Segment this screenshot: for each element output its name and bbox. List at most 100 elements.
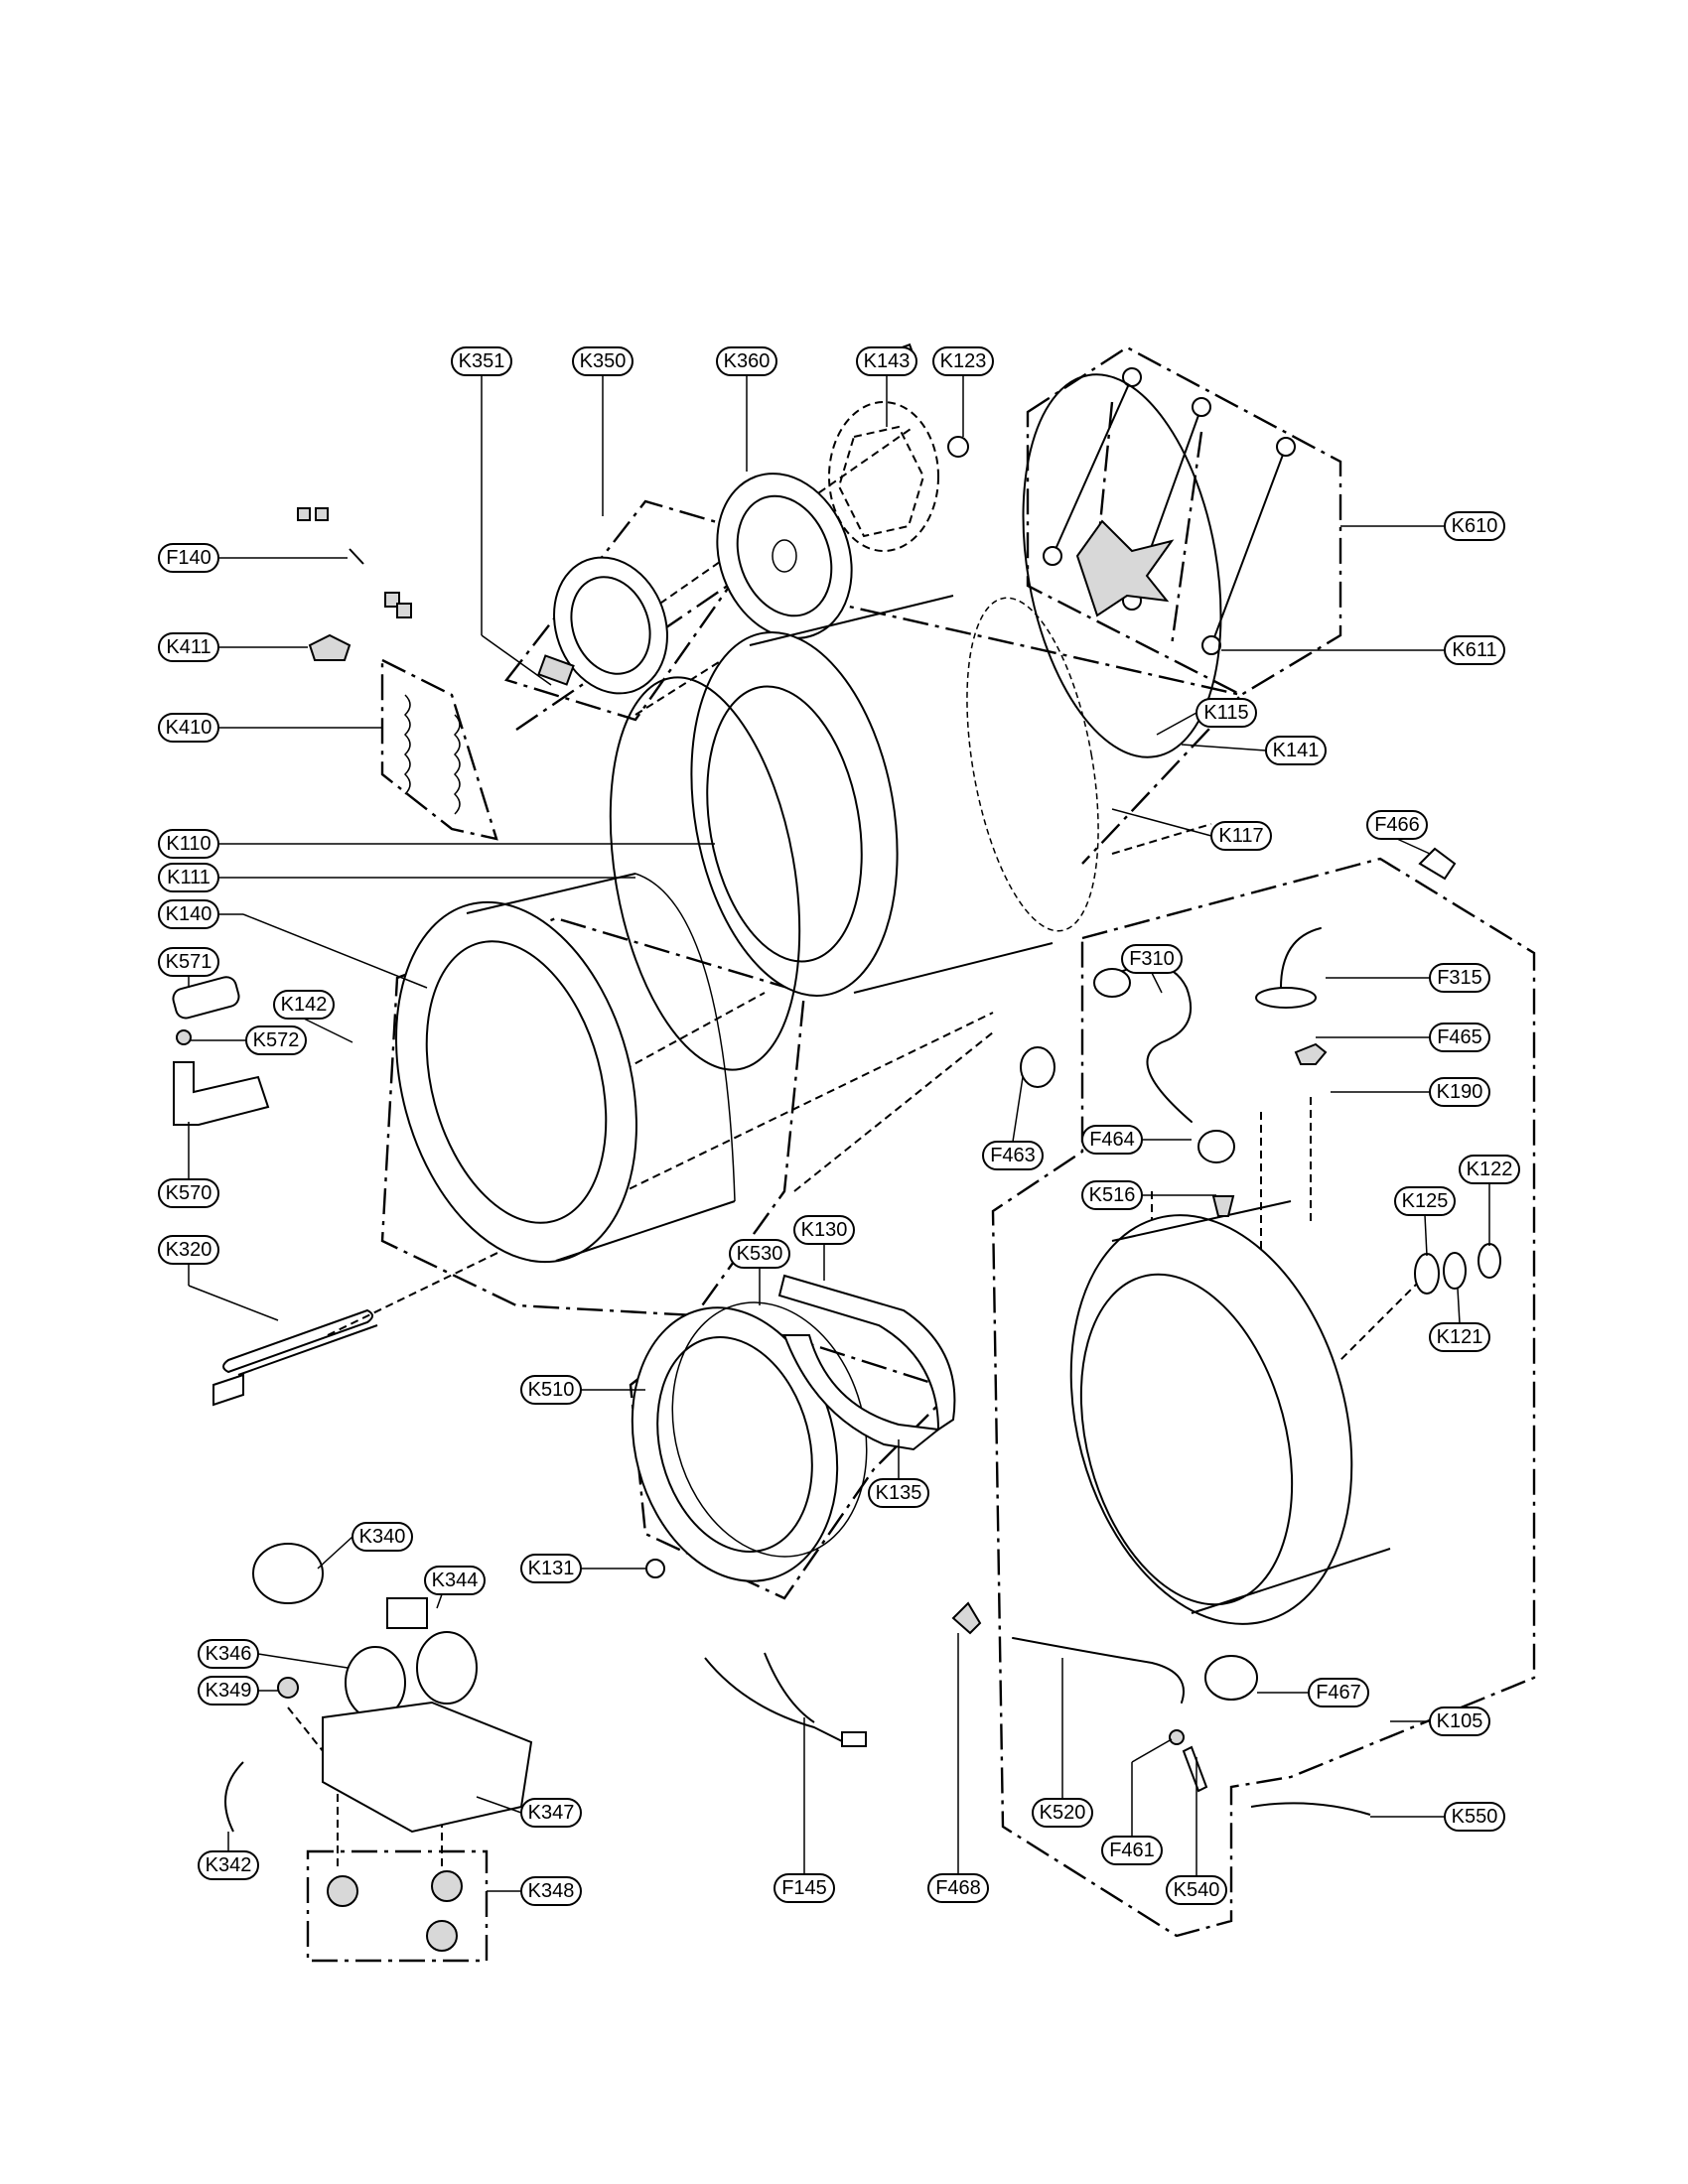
svg-text:K125: K125: [1402, 1190, 1449, 1212]
wire-harness: [704, 1652, 867, 1747]
callout-f465: F465: [1316, 1023, 1490, 1052]
svg-text:F463: F463: [990, 1145, 1036, 1166]
callout-k117: K117: [1111, 808, 1272, 851]
svg-text:F464: F464: [1089, 1129, 1135, 1151]
f466-part: [1418, 847, 1457, 881]
k342-tube: [224, 1761, 244, 1833]
svg-text:K122: K122: [1467, 1159, 1513, 1180]
callout-k349: K349: [198, 1676, 278, 1706]
svg-text:K540: K540: [1174, 1879, 1220, 1901]
bearings: [1414, 1243, 1501, 1295]
drain-pump: [252, 1543, 478, 1719]
damper-divider-2: [1170, 431, 1203, 646]
svg-text:K130: K130: [801, 1219, 848, 1241]
svg-text:F466: F466: [1374, 814, 1420, 836]
svg-text:K342: K342: [206, 1854, 252, 1876]
filter-group-outline: [306, 1849, 489, 1963]
callout-k320: K320: [158, 1235, 279, 1321]
callout-f466: F466: [1366, 810, 1431, 855]
rotor: [716, 473, 853, 639]
callout-k340: K340: [317, 1522, 413, 1570]
svg-text:K190: K190: [1437, 1081, 1483, 1103]
callout-k611: K611: [1221, 635, 1505, 665]
heater: [212, 1308, 378, 1407]
svg-text:K411: K411: [166, 636, 211, 658]
f465-clamp: [1255, 987, 1317, 1009]
svg-text:F140: F140: [166, 547, 211, 569]
callout-k610: K610: [1340, 511, 1505, 541]
f461-part: [1169, 1729, 1185, 1745]
svg-text:F467: F467: [1316, 1682, 1361, 1704]
callouts: K351 K350 K360 K143 K123 K610: [158, 346, 1520, 1906]
callout-k360: K360: [716, 346, 777, 472]
callout-k540: K540: [1166, 1757, 1227, 1905]
springs: [403, 694, 461, 815]
callout-k141: K141: [1181, 736, 1327, 765]
svg-text:K344: K344: [432, 1570, 479, 1591]
svg-text:F461: F461: [1109, 1840, 1155, 1861]
callout-k351: K351: [451, 346, 552, 686]
svg-text:K111: K111: [167, 867, 211, 888]
callout-k131: K131: [520, 1554, 645, 1583]
callout-f463: F463: [982, 1076, 1044, 1170]
svg-text:K349: K349: [206, 1680, 252, 1702]
callout-k520: K520: [1032, 1658, 1093, 1828]
callout-k123: K123: [932, 346, 994, 437]
parts: [172, 342, 1501, 1952]
svg-text:K131: K131: [528, 1558, 575, 1579]
f464-clamp: [1197, 1130, 1235, 1163]
filter-parts: [327, 1870, 463, 1952]
f467-clamp: [1204, 1655, 1258, 1701]
callout-k510: K510: [520, 1375, 645, 1405]
svg-text:K340: K340: [359, 1526, 406, 1548]
callout-f140: F140: [158, 543, 348, 573]
svg-text:K140: K140: [166, 903, 212, 925]
svg-text:K123: K123: [940, 350, 987, 372]
svg-text:K611: K611: [1452, 639, 1496, 661]
callout-k140: K140: [158, 899, 428, 989]
callout-k143: K143: [856, 346, 917, 427]
svg-text:K347: K347: [528, 1802, 575, 1824]
svg-text:K346: K346: [206, 1643, 252, 1665]
callout-k348: K348: [487, 1876, 582, 1906]
svg-text:F468: F468: [935, 1877, 981, 1899]
callout-k111: K111: [158, 863, 635, 892]
callout-f464: F464: [1081, 1125, 1192, 1155]
gasket-group-outline: [629, 1313, 956, 1600]
svg-text:K510: K510: [528, 1379, 575, 1401]
svg-text:K610: K610: [1452, 515, 1498, 537]
callout-k115: K115: [1156, 698, 1257, 736]
callout-k530: K530: [729, 1239, 790, 1305]
hose-fittings-left: [172, 976, 270, 1126]
callout-f467: F467: [1257, 1678, 1369, 1707]
callout-k190: K190: [1331, 1077, 1490, 1107]
svg-text:K143: K143: [864, 350, 911, 372]
svg-text:K110: K110: [166, 833, 211, 855]
svg-text:K360: K360: [724, 350, 771, 372]
front-tub: [395, 873, 736, 1264]
svg-text:K572: K572: [253, 1029, 300, 1051]
svg-text:F465: F465: [1437, 1026, 1482, 1048]
callout-k125: K125: [1394, 1186, 1456, 1257]
dampers: [1043, 367, 1296, 655]
callout-k550: K550: [1370, 1802, 1505, 1832]
vent-hose: [1280, 927, 1322, 989]
callout-k350: K350: [572, 346, 633, 516]
k550-wire: [1250, 1802, 1371, 1816]
callout-f461: F461: [1101, 1738, 1173, 1865]
callout-k344: K344: [424, 1566, 486, 1609]
damper-divider-1: [1090, 401, 1114, 607]
rotor-mount-ellipse: [828, 401, 939, 552]
k411-clip: [308, 633, 352, 661]
drum-spider: [1075, 519, 1175, 617]
callout-k105: K105: [1390, 1706, 1490, 1736]
svg-text:K550: K550: [1452, 1806, 1498, 1828]
drain-hose: [1012, 1637, 1185, 1704]
svg-text:K570: K570: [166, 1182, 212, 1204]
callout-k571: K571: [158, 947, 219, 988]
callout-k516: K516: [1081, 1180, 1216, 1210]
svg-text:K121: K121: [1437, 1326, 1483, 1348]
callout-f145: F145: [774, 1717, 835, 1903]
callout-k121: K121: [1429, 1288, 1490, 1352]
